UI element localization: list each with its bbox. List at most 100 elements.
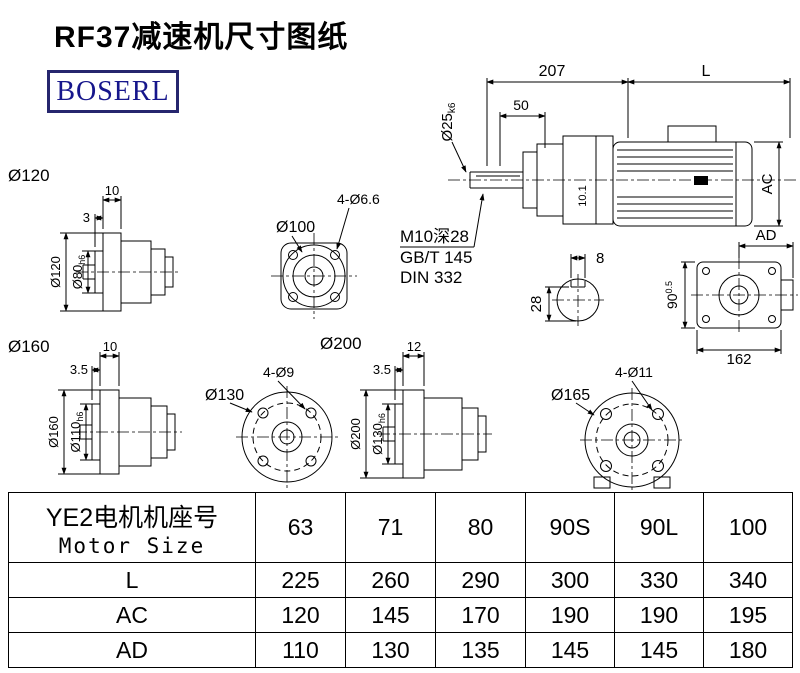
title-leader xyxy=(575,402,595,416)
flange-160-title: Ø160 xyxy=(8,337,50,356)
nameplate xyxy=(694,176,708,185)
rear-view xyxy=(681,242,798,354)
cell: 145 xyxy=(614,632,704,668)
dim-thickness-label: 10 xyxy=(103,339,117,354)
dim-10-1-label: 10.1 xyxy=(577,185,589,206)
motor-body xyxy=(612,125,753,227)
cell: 110 xyxy=(255,632,346,668)
flange-165-view: Ø165 4-Ø11 xyxy=(551,364,684,490)
standard-din: DIN 332 xyxy=(400,268,462,287)
table-row-AC: AC 120 145 170 190 190 195 xyxy=(8,597,793,633)
motor-fins xyxy=(617,149,733,219)
flange-165-title: Ø165 xyxy=(551,387,590,404)
cell: 300 xyxy=(525,562,615,598)
thread-note-block xyxy=(400,193,485,248)
flange-165-holes: 4-Ø11 xyxy=(615,364,653,380)
flange-130-view: Ø130 4-Ø9 xyxy=(205,364,338,488)
main-assembly-view: 207 L 50 Ø25k6 10.1 M10深28 GB/T 145 DIN … xyxy=(400,63,798,368)
cell: 340 xyxy=(703,562,793,598)
cell: 190 xyxy=(525,597,615,633)
flange-200-view: Ø200 xyxy=(320,334,492,479)
dim-step-label: 3 xyxy=(83,210,90,225)
motor-size-table: YE2电机机座号 Motor Size 63 71 80 90S 90L 100… xyxy=(8,492,793,668)
shaft-dia-label: Ø25k6 xyxy=(439,102,458,141)
size-col-3: 90S xyxy=(525,492,615,563)
table-row-L: L 225 260 290 300 330 340 xyxy=(8,562,793,598)
dims xyxy=(360,352,425,479)
technical-drawing: 207 L 50 Ø25k6 10.1 M10深28 GB/T 145 DIN … xyxy=(8,63,798,490)
dim-50-label: 50 xyxy=(513,97,529,113)
gearbox-housing xyxy=(522,135,614,225)
cell: 330 xyxy=(614,562,704,598)
flange-120-title: Ø120 xyxy=(8,166,50,185)
cell: 145 xyxy=(345,597,436,633)
header-en: Motor Size xyxy=(58,533,206,558)
shaft-dia-leader xyxy=(451,141,467,173)
standard-gb: GB/T 145 xyxy=(400,248,472,267)
flange-160-view: Ø160 xyxy=(8,337,182,475)
dim-step-label: 3.5 xyxy=(70,362,88,377)
holes-leader xyxy=(336,207,350,250)
header-motor-size-cell: YE2电机机座号 Motor Size xyxy=(8,492,256,563)
dim-thickness-label: 10 xyxy=(105,183,119,198)
cell: 130 xyxy=(345,632,436,668)
brand-logo-text: BOSERL xyxy=(56,75,170,107)
table-row-AD: AD 110 130 135 145 145 180 xyxy=(8,632,793,668)
cell: 190 xyxy=(614,597,704,633)
dim-50 xyxy=(499,112,546,166)
size-col-0: 63 xyxy=(255,492,346,563)
cell: 225 xyxy=(255,562,346,598)
mounting-foot xyxy=(653,476,671,489)
title-leader xyxy=(229,402,253,413)
flange-200-title: Ø200 xyxy=(320,334,362,353)
flange-100-holes: 4-Ø6.6 xyxy=(337,191,380,207)
dims xyxy=(58,352,120,475)
cell: 135 xyxy=(435,632,526,668)
dim-162-label: 162 xyxy=(726,351,751,368)
holes-leader xyxy=(631,380,653,411)
size-col-4: 90L xyxy=(614,492,704,563)
cell: 180 xyxy=(703,632,793,668)
flange-100-title: Ø100 xyxy=(276,219,315,236)
row-label-AC: AC xyxy=(8,597,256,633)
flange-130-holes: 4-Ø9 xyxy=(263,364,294,380)
flange-120-view: Ø120 xyxy=(8,166,180,312)
dim-AC-label: AC xyxy=(759,173,776,194)
spigot-dia-label: Ø110h6 xyxy=(68,412,85,453)
cell: 260 xyxy=(345,562,436,598)
dim-207-label: 207 xyxy=(539,63,566,80)
size-col-5: 100 xyxy=(703,492,793,563)
dim-AC xyxy=(754,141,783,227)
outer-dia-label: Ø160 xyxy=(46,416,61,448)
dim-AD-label: AD xyxy=(756,227,777,244)
brand-logo-box: BOSERL xyxy=(47,70,179,113)
key-depth-label: 28 xyxy=(528,296,545,313)
flange-100-view: Ø100 4-Ø6.6 xyxy=(271,191,380,319)
spigot-dia-label: Ø80h6 xyxy=(70,255,87,290)
cell: 195 xyxy=(703,597,793,633)
spigot-dia-label: Ø130h6 xyxy=(370,413,387,455)
row-label-L: L xyxy=(8,562,256,598)
table-header-row: YE2电机机座号 Motor Size 63 71 80 90S 90L 100 xyxy=(8,492,793,563)
dim-L-label: L xyxy=(702,63,711,80)
flange-130-title: Ø130 xyxy=(205,387,244,404)
mounting-foot xyxy=(593,476,611,489)
outer-dia-label: Ø200 xyxy=(348,418,363,450)
size-col-1: 71 xyxy=(345,492,436,563)
dim-90-label: 900.5 xyxy=(664,281,680,309)
cell: 120 xyxy=(255,597,346,633)
header-cn: YE2电机机座号 xyxy=(45,503,219,532)
title-leader xyxy=(291,235,303,253)
dim-207-L xyxy=(486,78,791,166)
holes-leader xyxy=(277,380,306,410)
terminal-box xyxy=(667,125,717,143)
dim-thickness-label: 12 xyxy=(407,339,421,354)
dim-step-label: 3.5 xyxy=(373,362,391,377)
thread-note: M10深28 xyxy=(400,227,469,246)
input-shaft xyxy=(469,171,523,189)
row-label-AD: AD xyxy=(8,632,256,668)
cell: 145 xyxy=(525,632,615,668)
page-title: RF37减速机尺寸图纸 xyxy=(54,21,349,54)
key-width-label: 8 xyxy=(596,250,604,267)
